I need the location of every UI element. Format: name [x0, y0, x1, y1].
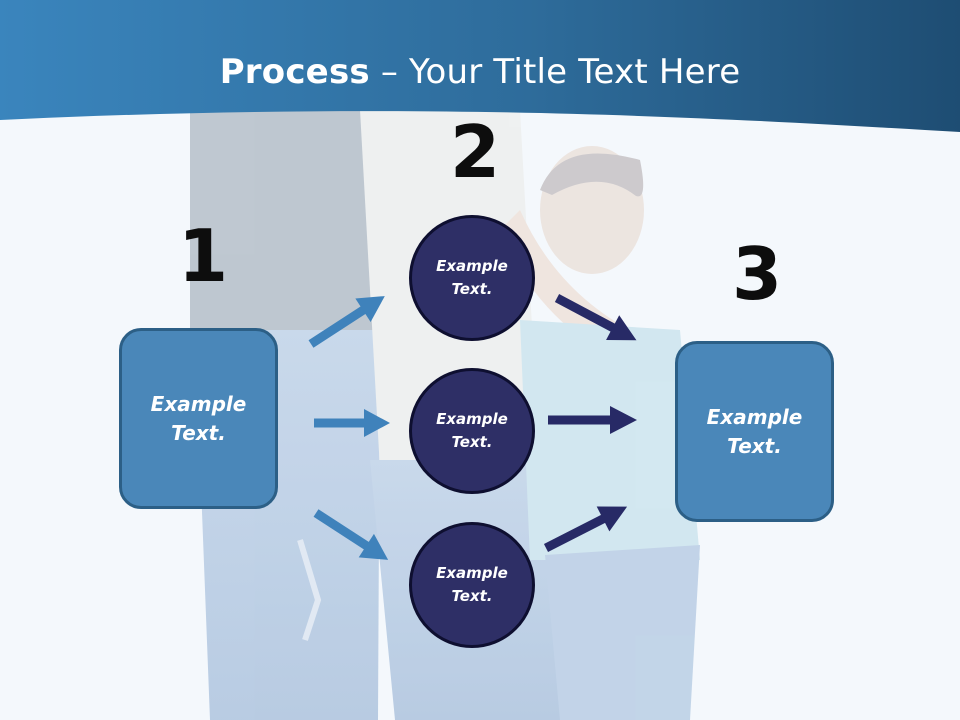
output-box[interactable]: Example Text.	[675, 341, 834, 522]
process-circle-bottom[interactable]: Example Text.	[409, 522, 535, 648]
input-box[interactable]: Example Text.	[119, 328, 278, 509]
arrow-to-middle	[314, 409, 390, 437]
arrow-from-middle	[548, 406, 637, 434]
step-number-3: 3	[732, 232, 783, 316]
process-circle-top[interactable]: Example Text.	[409, 215, 535, 341]
slide-title: Process – Your Title Text Here	[0, 52, 960, 92]
arrow-from-bottom	[543, 506, 628, 553]
circle-top-label: Example Text.	[436, 257, 508, 298]
process-circle-middle[interactable]: Example Text.	[409, 368, 535, 494]
step-number-1: 1	[178, 214, 229, 298]
arrow-to-top	[308, 296, 385, 348]
right-arrows	[543, 294, 637, 553]
circle-middle-label: Example Text.	[436, 410, 508, 451]
title-bold: Process	[219, 52, 370, 92]
circle-bottom-label: Example Text.	[436, 564, 508, 605]
header-band	[0, 0, 960, 132]
left-arrows	[308, 296, 390, 560]
step-number-2: 2	[450, 110, 501, 194]
output-box-label: Example Text.	[706, 404, 803, 458]
input-box-label: Example Text.	[150, 391, 247, 445]
arrow-to-bottom	[313, 509, 389, 560]
arrow-from-top	[554, 294, 637, 341]
title-rest: – Your Title Text Here	[369, 52, 741, 92]
